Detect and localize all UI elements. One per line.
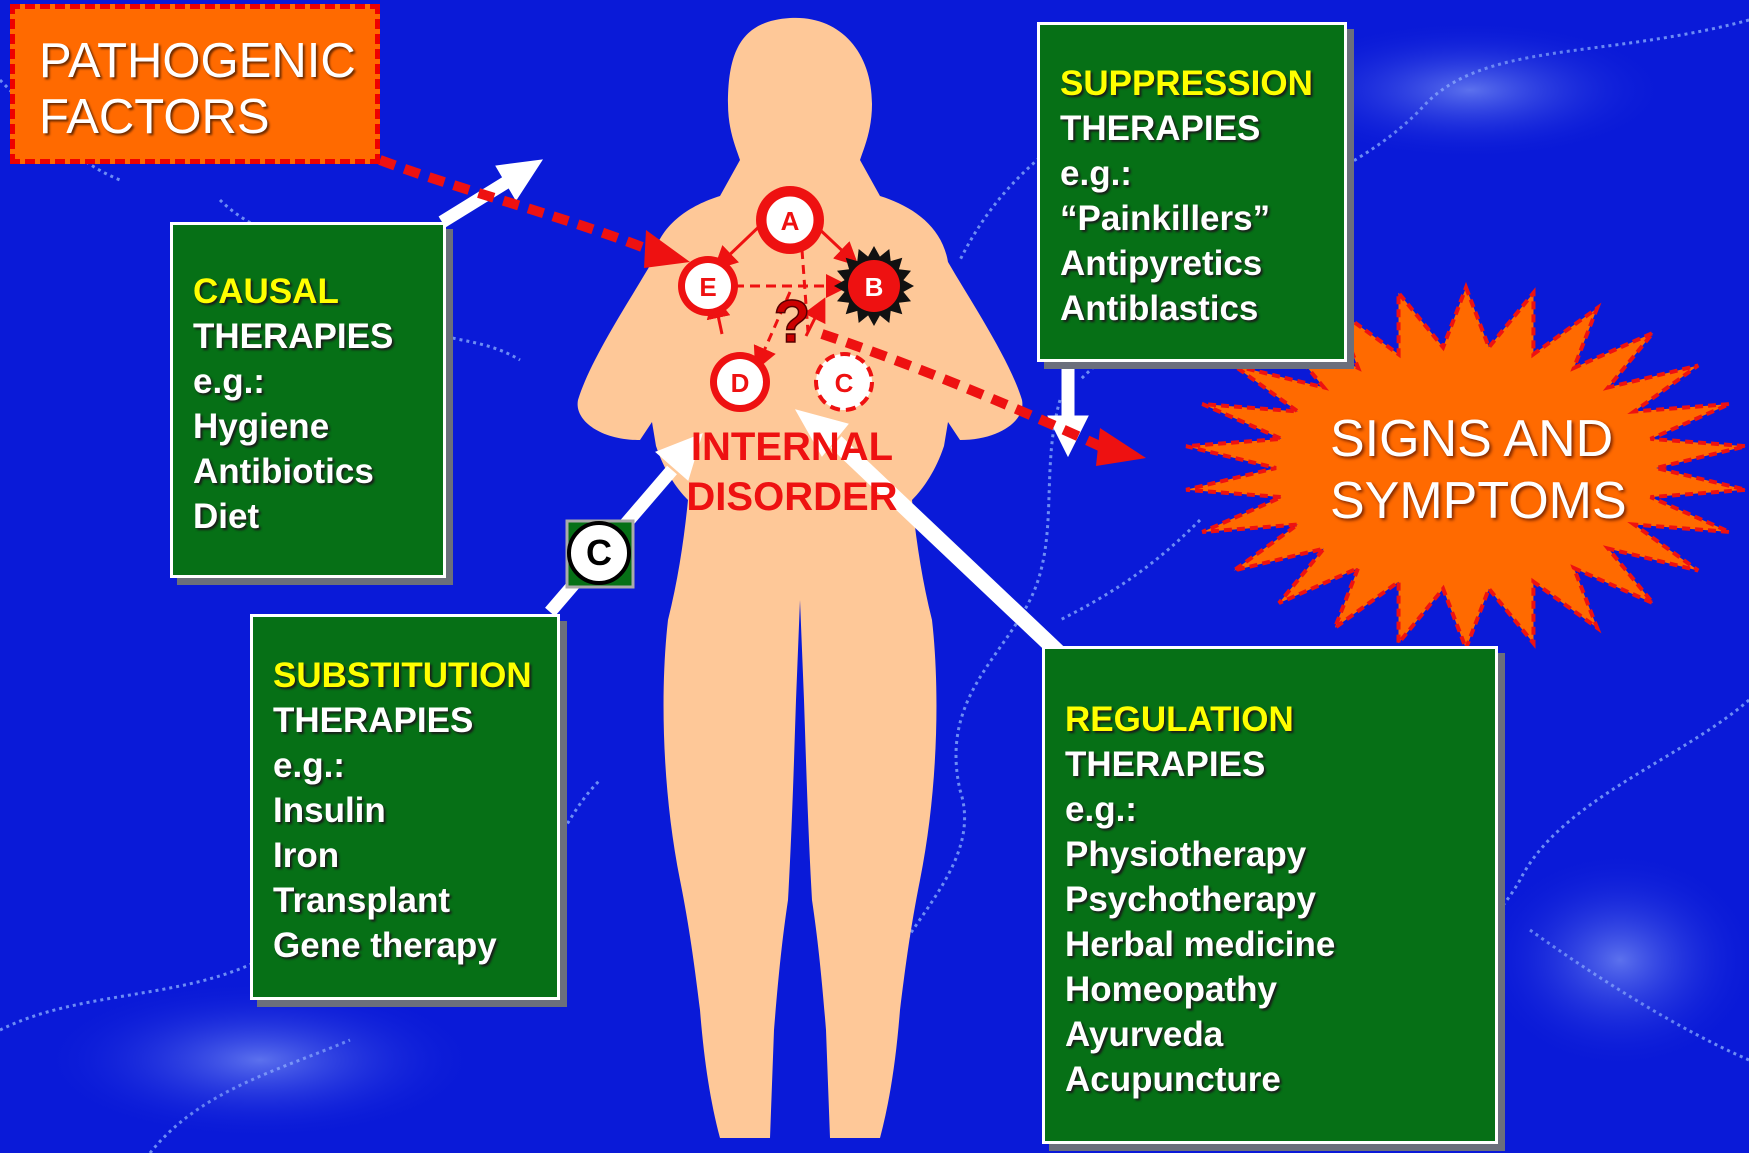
suppression-title: SUPPRESSION <box>1060 61 1344 106</box>
pathogenic-line-2: FACTORS <box>39 89 375 145</box>
causal-line: Antibiotics <box>193 449 443 494</box>
suppression-line: Antipyretics <box>1060 241 1344 286</box>
disorder-line-2: DISORDER <box>672 472 912 522</box>
regulation-line: e.g.: <box>1065 787 1495 832</box>
regulation-line: Herbal medicine <box>1065 922 1495 967</box>
substitution-title: SUBSTITUTION <box>273 653 557 698</box>
suppression-line: “Painkillers” <box>1060 196 1344 241</box>
causal-title: CAUSAL <box>193 269 443 314</box>
symptoms-arrowhead <box>1096 428 1146 466</box>
regulation-line: THERAPIES <box>1065 742 1495 787</box>
pathogenic-line-1: PATHOGENIC <box>39 33 375 89</box>
suppression-therapies-box: SUPPRESSION THERAPIES e.g.: “Painkillers… <box>1037 22 1347 362</box>
disorder-line-1: INTERNAL <box>672 422 912 472</box>
substitution-line: e.g.: <box>273 743 557 788</box>
regulation-line: Ayurveda <box>1065 1012 1495 1057</box>
question-mark: ? <box>774 288 811 355</box>
node-c-label: C <box>835 368 854 398</box>
signs-line-2: SYMPTOMS <box>1330 470 1627 532</box>
suppression-line: Antiblastics <box>1060 286 1344 331</box>
causal-line: Hygiene <box>193 404 443 449</box>
causal-line: e.g.: <box>193 359 443 404</box>
signs-and-symptoms-label: SIGNS AND SYMPTOMS <box>1330 408 1627 532</box>
substitution-line: THERAPIES <box>273 698 557 743</box>
badge-c: C <box>567 521 633 587</box>
substitution-line: Insulin <box>273 788 557 833</box>
pathogenic-factors-box: PATHOGENIC FACTORS <box>10 4 380 164</box>
regulation-title: REGULATION <box>1065 697 1495 742</box>
causal-line: Diet <box>193 494 443 539</box>
node-d-label: D <box>731 368 750 398</box>
badge-c-label: C <box>586 532 612 573</box>
regulation-line: Homeopathy <box>1065 967 1495 1012</box>
regulation-line: Acupuncture <box>1065 1057 1495 1102</box>
regulation-therapies-box: REGULATION THERAPIES e.g.: Physiotherapy… <box>1042 646 1498 1144</box>
suppression-line: e.g.: <box>1060 151 1344 196</box>
regulation-line: Psychotherapy <box>1065 877 1495 922</box>
node-e-label: E <box>699 272 716 302</box>
internal-disorder-label: INTERNAL DISORDER <box>672 422 912 522</box>
causal-line: THERAPIES <box>193 314 443 359</box>
node-a-label: A <box>781 206 800 236</box>
substitution-line: Iron <box>273 833 557 878</box>
signs-line-1: SIGNS AND <box>1330 408 1627 470</box>
causal-therapies-box: CAUSAL THERAPIES e.g.: Hygiene Antibioti… <box>170 222 446 578</box>
human-silhouette <box>578 18 1023 1138</box>
substitution-therapies-box: SUBSTITUTION THERAPIES e.g.: Insulin Iro… <box>250 614 560 1000</box>
substitution-line: Gene therapy <box>273 923 557 968</box>
node-b-label: B <box>865 272 884 302</box>
suppression-line: THERAPIES <box>1060 106 1344 151</box>
regulation-line: Physiotherapy <box>1065 832 1495 877</box>
substitution-line: Transplant <box>273 878 557 923</box>
